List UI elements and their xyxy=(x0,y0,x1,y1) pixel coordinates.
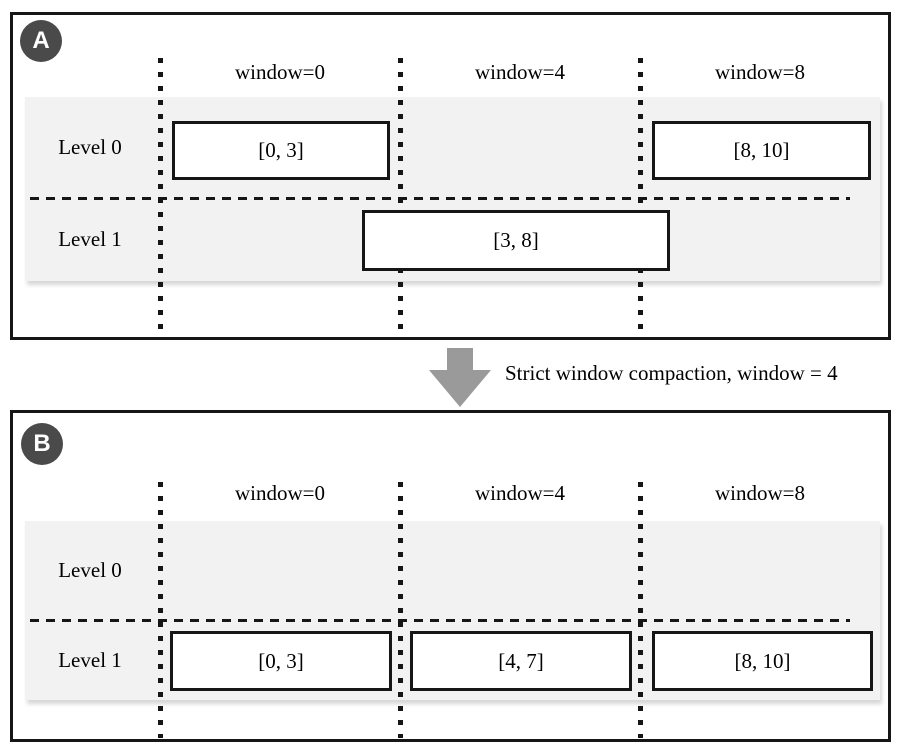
down-arrow-stem xyxy=(447,348,473,371)
row-label-level-0: Level 0 xyxy=(58,558,122,582)
down-arrow-head xyxy=(429,370,491,407)
sstable-box: [8, 10] xyxy=(652,121,871,180)
panel-a-badge: A xyxy=(20,20,62,62)
column-header-window-0: window=0 xyxy=(234,481,325,505)
panel-a: A window=0 window=4 window=8 Level 0 Lev… xyxy=(10,12,891,340)
panel-b: B window=0 window=4 window=8 Level 0 Lev… xyxy=(10,410,891,742)
column-header-window-4: window=4 xyxy=(474,481,565,505)
panel-b-badge: B xyxy=(21,423,63,465)
row-label-level-1: Level 1 xyxy=(58,227,122,251)
column-header-window-0: window=0 xyxy=(234,60,325,84)
sstable-box: [0, 3] xyxy=(172,121,390,180)
row-label-level-0: Level 0 xyxy=(58,135,122,159)
sstable-box: [0, 3] xyxy=(170,631,392,691)
sstable-box: [3, 8] xyxy=(362,210,670,271)
sstable-box: [4, 7] xyxy=(410,631,632,691)
down-arrow-icon xyxy=(429,348,491,407)
sstable-box: [8, 10] xyxy=(652,631,873,691)
column-separator-dotted-line xyxy=(158,482,163,738)
level-divider-dashed-line xyxy=(30,197,850,200)
column-header-window-4: window=4 xyxy=(474,60,565,84)
column-separator-dotted-line xyxy=(398,58,403,330)
column-header-window-8: window=8 xyxy=(714,481,805,505)
level-divider-dashed-line xyxy=(30,619,850,622)
row-label-level-1: Level 1 xyxy=(58,648,122,672)
column-separator-dotted-line xyxy=(638,482,643,738)
transition-label: Strict window compaction, window = 4 xyxy=(505,361,838,385)
column-header-window-8: window=8 xyxy=(714,60,805,84)
column-separator-dotted-line xyxy=(638,58,643,330)
transition-row: Strict window compaction, window = 4 xyxy=(0,344,906,410)
column-separator-dotted-line xyxy=(398,482,403,738)
column-separator-dotted-line xyxy=(158,58,163,330)
